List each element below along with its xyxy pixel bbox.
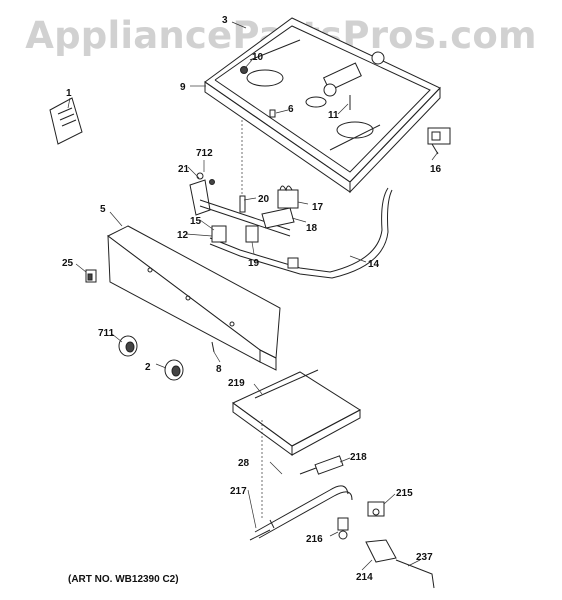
callout-18: 18 xyxy=(306,223,318,234)
callout-17: 17 xyxy=(312,202,324,213)
broil-burner-part[interactable] xyxy=(249,485,353,541)
callout-10: 10 xyxy=(252,52,264,63)
orifice-bracket-part[interactable] xyxy=(367,501,385,517)
callout-15: 15 xyxy=(190,216,202,227)
bracket-part-214[interactable] xyxy=(365,539,397,563)
callout-237: 237 xyxy=(416,552,433,563)
leader-lines xyxy=(67,21,439,571)
callout-labels: 1 2 3 5 6 8 9 10 11 12 14 15 16 17 18 19… xyxy=(62,15,442,583)
clip-part-25[interactable] xyxy=(85,269,97,283)
callout-3: 3 xyxy=(222,15,228,26)
orifice-holder-part[interactable] xyxy=(322,51,385,110)
callout-14: 14 xyxy=(368,259,380,270)
gas-tube-part[interactable] xyxy=(209,187,393,279)
callout-21: 21 xyxy=(178,164,190,175)
instructions-booklet-part[interactable] xyxy=(49,97,83,145)
burner-baffle-part[interactable] xyxy=(232,369,361,456)
callout-12: 12 xyxy=(177,230,189,241)
callout-219: 219 xyxy=(228,378,245,389)
callout-217: 217 xyxy=(230,486,247,497)
ignition-switch-part[interactable] xyxy=(261,207,295,229)
igniter-bracket-part[interactable] xyxy=(427,127,451,155)
callout-20: 20 xyxy=(258,194,270,205)
callout-25: 25 xyxy=(62,258,74,269)
callout-218: 218 xyxy=(350,452,367,463)
tube-part-237[interactable] xyxy=(395,559,435,589)
burner-box-part[interactable] xyxy=(204,17,441,194)
callout-214: 214 xyxy=(356,572,373,583)
screw-part-8[interactable] xyxy=(211,341,215,353)
callout-11: 11 xyxy=(328,110,339,121)
manifold-assembly-part[interactable] xyxy=(189,179,291,243)
callout-215: 215 xyxy=(396,488,413,499)
valve-stem-part[interactable] xyxy=(239,195,246,213)
callout-8: 8 xyxy=(216,364,222,375)
callout-712: 712 xyxy=(196,148,213,159)
callout-9: 9 xyxy=(180,82,186,93)
knob-part-2[interactable] xyxy=(164,359,184,381)
manifold-panel-part[interactable] xyxy=(107,225,281,371)
valve-part-712[interactable] xyxy=(196,172,204,180)
callout-1: 1 xyxy=(66,88,72,99)
knob-part-711[interactable] xyxy=(118,335,138,357)
callout-5: 5 xyxy=(100,204,106,215)
callout-16: 16 xyxy=(430,164,442,175)
callout-216: 216 xyxy=(306,534,323,545)
orifice-hood-part[interactable] xyxy=(337,517,349,540)
callout-19: 19 xyxy=(248,258,260,269)
callout-2: 2 xyxy=(145,362,151,373)
screw-part-6[interactable] xyxy=(269,109,276,118)
callout-711: 711 xyxy=(98,328,115,339)
igniter-part-218[interactable] xyxy=(299,455,344,475)
art-number: (ART NO. WB12390 C2) xyxy=(68,574,179,585)
callout-28: 28 xyxy=(238,458,250,469)
screw-part-21[interactable] xyxy=(209,179,215,185)
spark-module-part[interactable] xyxy=(277,185,299,209)
callout-6: 6 xyxy=(288,104,294,115)
screw-part-10[interactable] xyxy=(240,66,248,74)
